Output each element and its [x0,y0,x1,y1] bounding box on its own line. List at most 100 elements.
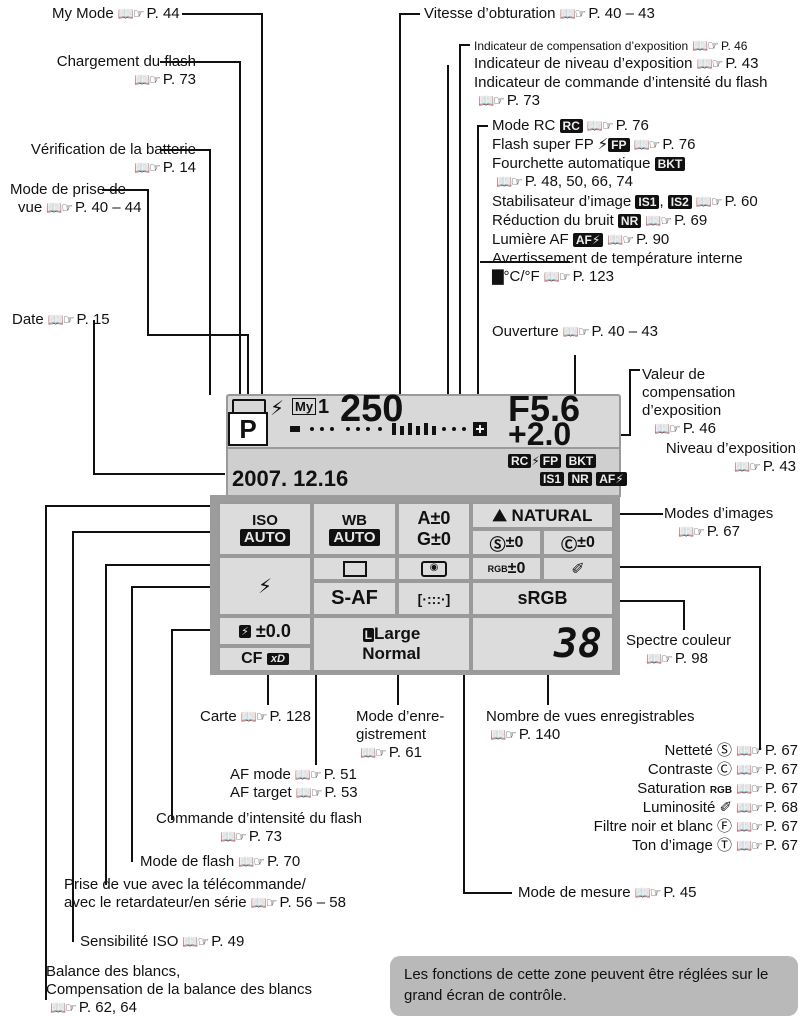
page-ref-icon: 📖☞ [736,743,763,758]
label-flash-charge: Chargement du flash 📖☞P. 73 [56,53,196,88]
nr-icon: NR [617,214,642,228]
contrast-cell[interactable]: Ⓒ±0 [542,529,614,556]
flash-intensity-cell[interactable]: ⚡ ±0.0 [218,616,312,646]
page-ref-icon: 📖☞ [736,800,763,815]
flash-fp-icon: ⚡ [597,136,609,153]
page-ref-icon: 📖☞ [360,745,387,760]
label-rc-mode: Mode RC RC📖☞P. 76 [492,117,649,134]
page-ref-icon: 📖☞ [678,524,705,539]
label-bkt: Fourchette automatique BKT 📖☞P. 48, 50, … [492,155,686,191]
my-mode-number: 1 [318,396,330,418]
page-ref-icon: 📖☞ [50,1000,77,1015]
color-space-cell[interactable]: sRGB [471,581,614,616]
rc-icon: RC [508,454,532,468]
label-flash-intensity-indicator: Indicateur de commande d’intensité du fl… [474,74,768,109]
iso-cell[interactable]: ISO AUTO [218,502,312,556]
is1-icon: IS1 [540,472,565,486]
page-ref-icon: 📖☞ [240,709,268,724]
label-af-mode: AF mode📖☞P. 51 AF target📖☞P. 53 [230,766,358,801]
contrast-icon: Ⓒ [717,761,733,778]
page-ref-icon: 📖☞ [736,838,763,853]
brightness-cell[interactable]: ✐ [542,556,614,581]
tone-icon: Ⓣ [717,837,733,854]
shutter-speed: 250 [340,388,404,430]
label-af-light: Lumière AF AF⚡📖☞P. 90 [492,231,670,248]
note-callout: Les fonctions de cette zone peuvent être… [390,956,798,1016]
page-ref-icon: 📖☞ [607,232,634,247]
saturation-icon: RGB [709,785,733,796]
page-ref-icon: 📖☞ [134,160,161,175]
page-ref-icon: 📖☞ [294,767,322,782]
page-ref-icon: 📖☞ [496,174,523,189]
page-ref-icon: 📖☞ [46,200,73,215]
label-frames: Nombre de vues enregistrables 📖☞P. 140 [486,708,695,743]
page-ref-icon: 📖☞ [586,118,614,133]
label-drive: Prise de vue avec la télécommande/ avec … [64,876,346,911]
page-ref-icon: 📖☞ [634,885,662,900]
page-ref-icon: 📖☞ [633,137,661,152]
page-ref-icon: 📖☞ [734,459,761,474]
label-saturation: Saturation RGB📖☞P. 67 [637,780,798,797]
label-iso: Sensibilité ISO📖☞P. 49 [80,933,245,950]
page-ref-icon: 📖☞ [478,93,505,108]
label-shutter: Vitesse d’obturation📖☞P. 40 – 43 [424,5,655,22]
sharpness-cell[interactable]: Ⓢ±0 [471,529,542,556]
label-flash-intensity: Commande d’intensité du flash 📖☞P. 73 [156,810,362,845]
brightness-icon: ✐ [571,560,585,578]
label-exp-level: Niveau d’exposition 📖☞P. 43 [665,440,796,475]
label-bw-filter: Filtre noir et blanc Ⓕ📖☞P. 67 [593,818,798,835]
wb-cell[interactable]: WB AUTO [312,502,397,556]
af-target-cell[interactable]: [·:::·] [397,581,471,616]
wb-compensation-cell[interactable]: A±0 G±0 [397,502,471,556]
nr-icon: NR [568,472,592,486]
saturation-icon: RGB [487,563,508,574]
flash-mode-cell[interactable]: ⚡ [218,556,312,616]
page-ref-icon: 📖☞ [692,38,719,53]
size-icon: L [362,628,375,642]
picture-mode-cell[interactable]: ⛰ NATURAL [471,502,614,529]
label-shoot-mode: Mode de prise de [10,181,126,198]
af-light-icon: AF⚡ [596,472,627,486]
label-flash-mode: Mode de flash📖☞P. 70 [140,853,301,870]
flash-icon: ⚡ [257,575,273,598]
saturation-cell[interactable]: RGB±0 [471,556,542,581]
bkt-icon: BKT [654,157,686,171]
drive-mode-cell[interactable] [312,556,397,581]
af-mode-cell[interactable]: S-AF [312,581,397,616]
temperature-warning-icon: ▇ [492,268,504,285]
label-wb: Balance des blancs, Compensation de la b… [46,963,313,1016]
filter-icon: Ⓕ [717,818,733,835]
rc-icon: RC [559,119,583,133]
label-super-fp: Flash super FP ⚡FP📖☞P. 76 [492,136,696,153]
sharpness-icon: Ⓢ [717,742,733,759]
brightness-icon: ✐ [719,799,733,816]
page-ref-icon: 📖☞ [250,895,278,910]
frames-cell: 38 [471,616,614,672]
label-brightness: Luminosité ✐📖☞P. 68 [642,799,798,816]
is2-icon: IS2 [667,195,692,209]
aperture-value: F5.6 [508,388,581,429]
metering-cell[interactable]: ◉ [397,556,471,581]
sharpness-icon: Ⓢ [489,536,506,554]
label-date: Date📖☞P. 15 [12,311,110,328]
page-ref-icon: 📖☞ [695,194,723,209]
lcd-icon-row-1: RC⚡FP BKT [508,452,597,470]
label-aperture: Ouverture📖☞P. 40 – 43 [492,323,658,340]
page-ref-icon: 📖☞ [736,819,763,834]
page-ref-icon: 📖☞ [562,324,590,339]
exposure-compensation-value: +2.0 [508,416,572,452]
label-shoot-mode-2: vue📖☞P. 40 – 44 [18,199,142,216]
page-ref-icon: 📖☞ [736,781,763,796]
page-ref-icon: 📖☞ [736,762,763,777]
contrast-icon: Ⓒ [561,536,578,554]
metering-icon: ◉ [421,560,447,577]
page-ref-icon: 📖☞ [295,785,323,800]
xd-card-icon: xD [266,653,289,665]
page-ref-icon: 📖☞ [696,56,723,71]
flash-charge-icon: ⚡ [270,398,285,420]
page-ref-icon: 📖☞ [654,421,681,436]
label-card: Carte📖☞P. 128 [200,708,311,725]
card-cell[interactable]: CF xD [218,646,312,672]
label-rec-mode: Mode d’enre- gistrement 📖☞P. 61 [356,708,445,761]
